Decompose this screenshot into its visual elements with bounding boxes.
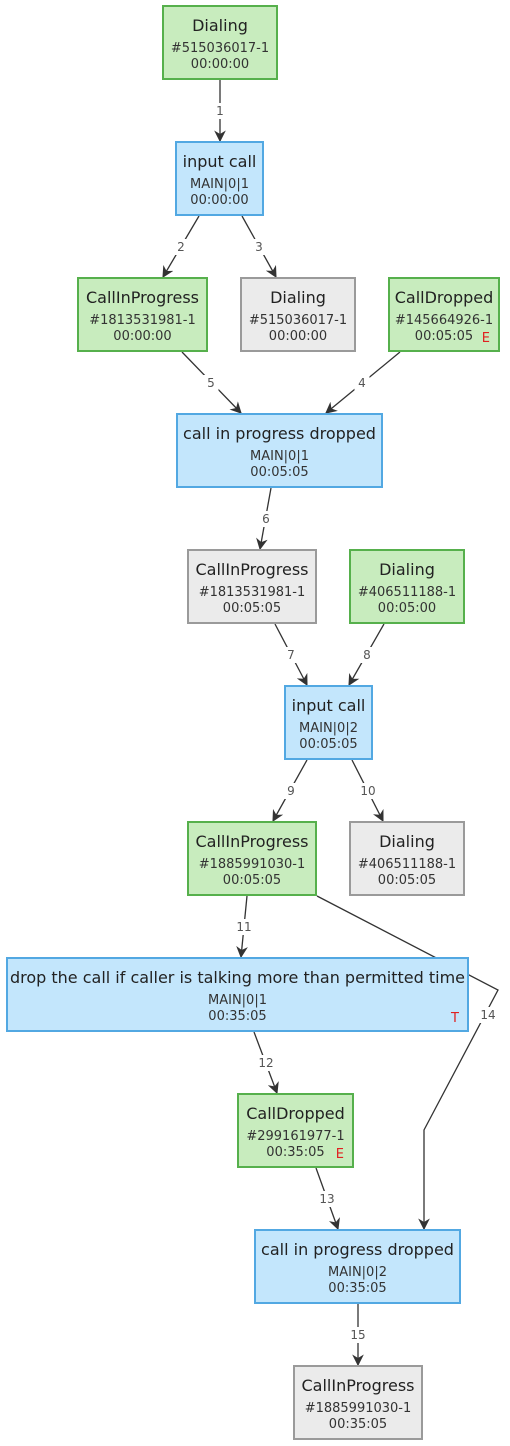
node-time: 00:05:00 [377, 601, 437, 616]
node-id: #406511188-1 [357, 585, 457, 600]
edge-label-bg [258, 511, 274, 527]
edge-label: 6 [262, 512, 270, 526]
node-id: #1885991030-1 [304, 1401, 412, 1416]
node-time: 00:05:05 [222, 601, 282, 616]
node-title: input call [182, 152, 257, 171]
node-title: Dialing [270, 288, 326, 307]
edge-label: 7 [287, 648, 295, 662]
node-time: 00:05:05 [222, 873, 282, 888]
edge-label: 15 [350, 1328, 365, 1342]
node-time: 00:00:00 [190, 193, 249, 208]
node-title: CallDropped [394, 288, 494, 307]
edge-label-bg [354, 375, 370, 391]
edge-label-bg [283, 783, 299, 799]
edge-label-bg [477, 1007, 499, 1023]
edge-label-bg [203, 375, 219, 391]
node-time: 00:05:05 [377, 873, 437, 888]
transition-edge [316, 895, 499, 1231]
node-time: 00:00:00 [268, 329, 328, 344]
edge-label-bg [251, 239, 267, 255]
state-node[interactable]: drop the call if caller is talking more … [6, 957, 469, 1032]
node-flag: E [335, 1147, 344, 1162]
node-id: #515036017-1 [170, 41, 270, 56]
edge-label-bg [255, 1055, 277, 1071]
node-flag: T [451, 1011, 459, 1026]
edge-label: 2 [177, 240, 185, 254]
edge-label: 12 [258, 1056, 273, 1070]
edge-label-bg [316, 1191, 338, 1207]
node-id: #406511188-1 [357, 857, 457, 872]
node-id: #1813531981-1 [89, 313, 196, 328]
node-title: Dialing [192, 16, 248, 35]
node-title: CallInProgress [195, 832, 309, 851]
edge-label-bg [359, 647, 375, 663]
edge-label: 1 [216, 104, 224, 118]
edge-label: 11 [236, 920, 251, 934]
edge-label: 14 [480, 1008, 495, 1022]
node-id: MAIN|0|1 [190, 177, 249, 192]
node-id: #1813531981-1 [198, 585, 306, 600]
node-id: MAIN|0|1 [208, 993, 267, 1008]
node-id: #1885991030-1 [198, 857, 306, 872]
node-title: Dialing [379, 560, 435, 579]
node-time: 00:00:00 [190, 57, 250, 72]
node-id: MAIN|0|1 [250, 449, 309, 464]
edge-label-bg [212, 103, 228, 119]
node-title: call in progress dropped [183, 424, 376, 443]
node-title: Dialing [379, 832, 435, 851]
edge-label-bg [283, 647, 299, 663]
node-time: 00:35:05 [208, 1009, 267, 1024]
node-id: #515036017-1 [248, 313, 348, 328]
node-flag: E [481, 331, 490, 346]
node-title: call in progress dropped [261, 1240, 454, 1259]
node-title: CallDropped [246, 1104, 345, 1123]
node-id: MAIN|0|2 [328, 1265, 387, 1280]
node-title: drop the call if caller is talking more … [9, 968, 466, 987]
node-id: MAIN|0|2 [299, 721, 358, 736]
edge-label-bg [357, 783, 379, 799]
node-title: CallInProgress [85, 288, 199, 307]
node-time: 00:05:05 [299, 737, 358, 752]
edge-label: 9 [287, 784, 295, 798]
edge-label-bg [347, 1327, 369, 1343]
node-title: input call [291, 696, 366, 715]
node-time: 00:00:00 [113, 329, 172, 344]
edge-label: 13 [319, 1192, 334, 1206]
node-time: 00:35:05 [328, 1281, 387, 1296]
node-time: 00:05:05 [250, 465, 309, 480]
edge-label-bg [173, 239, 189, 255]
edge-label-bg [233, 919, 255, 935]
node-time: 00:35:05 [328, 1417, 388, 1432]
node-id: #299161977-1 [246, 1129, 345, 1144]
edge-label: 4 [358, 376, 366, 390]
node-id: #145664926-1 [394, 313, 494, 328]
node-time: 00:05:05 [414, 329, 474, 344]
edge-label: 3 [255, 240, 263, 254]
edge-label: 5 [207, 376, 215, 390]
edge-label: 8 [363, 648, 371, 662]
edge-label: 10 [360, 784, 375, 798]
node-title: CallInProgress [301, 1376, 415, 1395]
node-time: 00:35:05 [266, 1145, 325, 1160]
node-title: CallInProgress [195, 560, 309, 579]
